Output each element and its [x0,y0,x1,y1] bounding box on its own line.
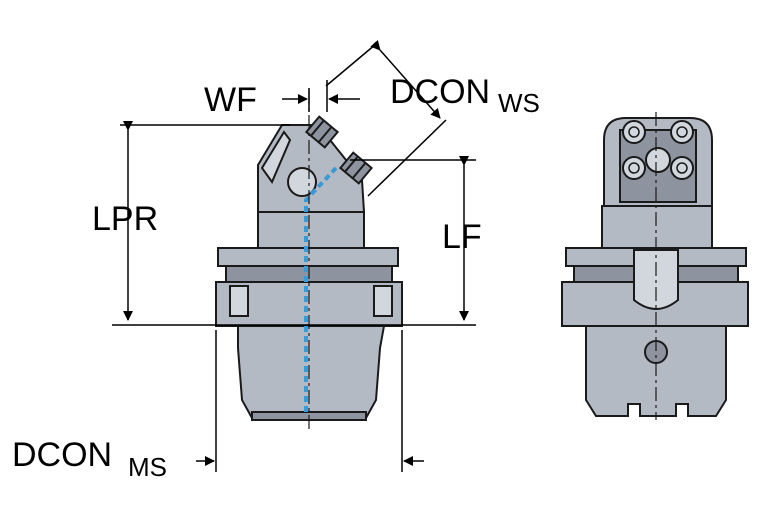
dcon-ws-dimension [370,39,441,119]
front-screw-bottom-right [670,156,694,180]
coolant-channel [304,166,338,412]
dimension-lines [112,39,476,472]
shank [237,325,386,419]
front-upper-body [601,205,713,249]
dcon-ms-subscript: MS [128,452,167,482]
front-screw-top-right [670,120,694,144]
side-view [215,90,403,432]
lf-label: LF [442,218,482,256]
neck [257,211,365,249]
clamp-screw-upper [304,115,340,149]
dcon-ws-label: DCON [390,73,490,111]
wf-label: WF [204,81,257,119]
clamp-screw-lower [338,151,374,185]
front-screw-bottom-left [622,156,646,180]
collar-slot-left [229,285,249,317]
lpr-label: LPR [92,200,158,238]
front-screw-sockets [628,126,688,174]
dcon-ms-label: DCON [12,436,112,474]
front-centre-bore [645,147,671,173]
head-face [260,130,292,185]
front-screws [622,120,694,180]
collar-slot-right [373,285,393,317]
front-view [561,112,749,420]
front-key-slot [633,249,679,310]
front-screw-top-left [622,120,646,144]
dcon-ws-subscript: WS [498,88,540,118]
